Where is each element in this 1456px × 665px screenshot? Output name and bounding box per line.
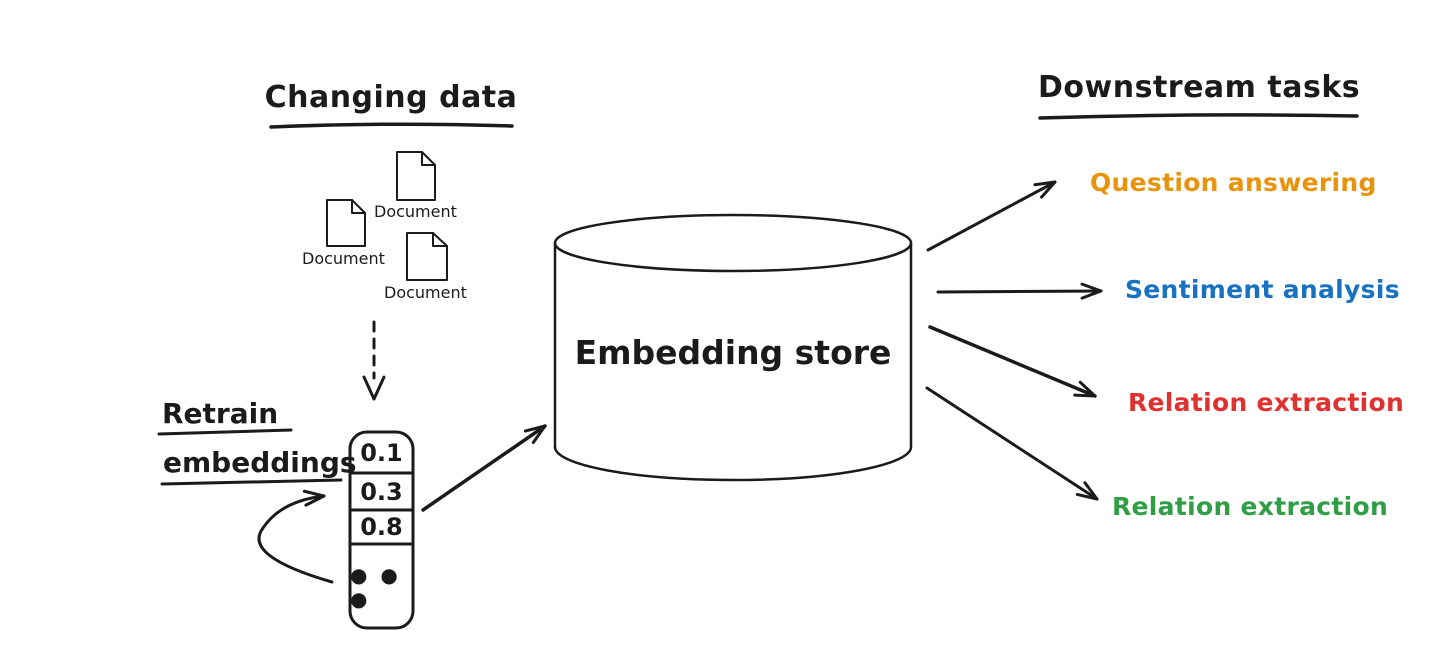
embedding-vector-values: 0.1 0.3 0.8 ● ● ● (350, 432, 413, 630)
document-icon (396, 151, 436, 201)
vector-cell: 0.3 (360, 477, 403, 506)
changing-data-title: Changing data (264, 80, 518, 115)
document-icon (326, 199, 366, 247)
task-arrow-relation-extraction-1 (928, 325, 1097, 398)
task-arrow-relation-extraction-2 (925, 386, 1099, 501)
embedding-store-cylinder (553, 213, 913, 482)
embedding-vector (348, 430, 415, 630)
document-label: Document (384, 283, 467, 302)
document-icon (406, 232, 448, 281)
vector-cell-ellipsis: ● ● ● (350, 563, 401, 611)
embeddings-underline (160, 478, 343, 486)
changing-data-underline (269, 122, 514, 129)
task-label-sentiment-analysis: Sentiment analysis (1125, 275, 1400, 304)
vector-cell: 0.1 (360, 438, 403, 467)
downstream-tasks-underline (1038, 113, 1359, 120)
embedding-store-label: Embedding store (574, 333, 892, 372)
vector-to-store-arrow (421, 424, 547, 512)
task-label-relation-extraction-red: Relation extraction (1128, 388, 1405, 417)
vector-cell: 0.8 (360, 513, 403, 541)
dashed-arrow (362, 320, 386, 401)
downstream-tasks-title: Downstream tasks (1038, 70, 1361, 105)
document-label: Document (302, 249, 385, 268)
task-arrow-sentiment-analysis (936, 282, 1103, 300)
retrain-label-line2: embeddings (163, 446, 357, 479)
retrain-underline (157, 428, 293, 436)
task-label-question-answering: Question answering (1090, 168, 1377, 197)
retrain-curved-arrow (257, 489, 334, 584)
task-label-relation-extraction-green: Relation extraction (1112, 492, 1389, 521)
document-label: Document (374, 202, 457, 221)
retrain-label-line1: Retrain (162, 397, 279, 430)
task-arrow-question-answering (926, 180, 1057, 252)
